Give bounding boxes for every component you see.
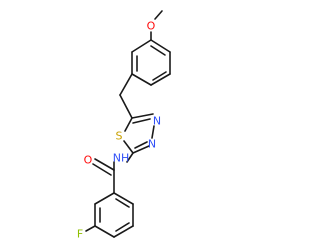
carbonyl-double-bond-a [94, 158, 115, 171]
structure-canvas: O S N N NH O F [77, 10, 171, 241]
bond-aryl-ch2 [119, 73, 133, 96]
bond-ch2-thiadiazole [119, 94, 133, 119]
methoxy-oxygen-label: O [147, 20, 156, 33]
thiadiazole-nitrogen-label: N [153, 115, 161, 128]
thiadiazole-ring [123, 113, 155, 154]
bond-thiadiazole-nh [126, 152, 134, 163]
carbonyl-oxygen-label: O [84, 154, 93, 167]
molecule-diagram: O S N N NH O F [77, 10, 171, 241]
thiadiazole-nitrogen-label: N [148, 138, 156, 151]
bond-aryl-f [85, 225, 96, 232]
thiadiazole-sulfur-label: S [116, 130, 123, 143]
bond-methyl-o [154, 10, 163, 20]
amide-nh-label: NH [113, 152, 130, 165]
fluorine-label: F [77, 228, 83, 241]
carbonyl-double-bond-b [92, 163, 112, 176]
fluorophenyl-ring [94, 192, 134, 238]
methoxyphenyl-ring [131, 39, 171, 86]
